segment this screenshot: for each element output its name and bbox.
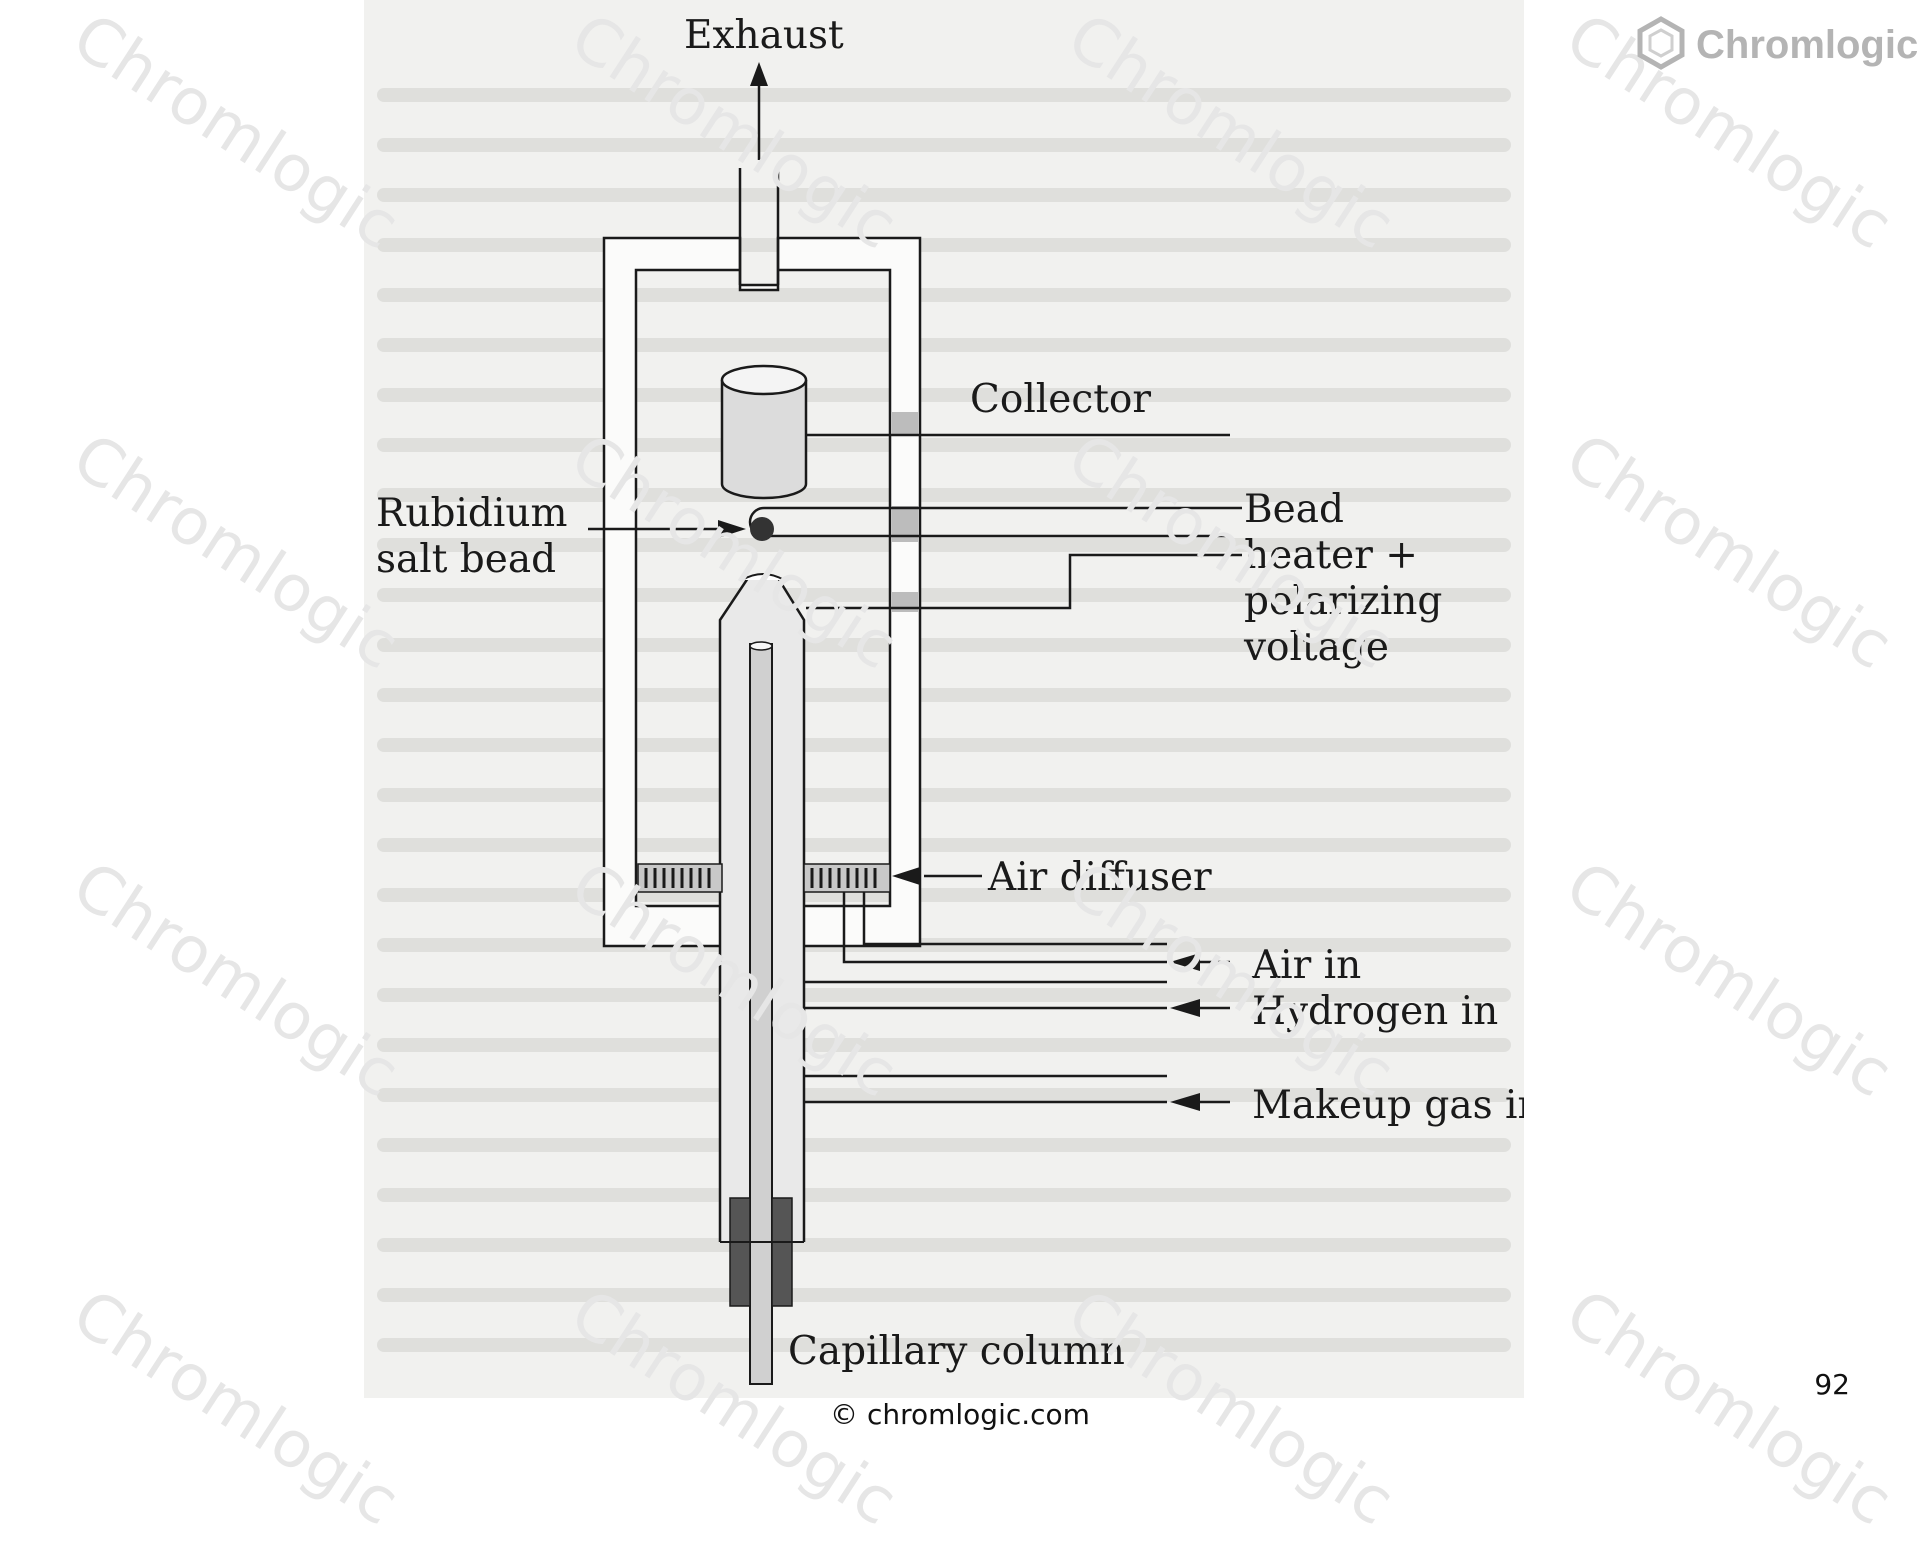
label-rubidium-line2: salt bead bbox=[376, 537, 556, 582]
label-exhaust: Exhaust bbox=[684, 13, 844, 58]
label-bead-line4: voltage bbox=[1243, 625, 1389, 670]
makeup-gas-inlet-tube bbox=[804, 1074, 1167, 1104]
chromlogic-logo: Chromlogic bbox=[1636, 16, 1918, 74]
watermark: Chromlogic bbox=[59, 848, 413, 1113]
label-capillary-column: Capillary column bbox=[788, 1329, 1125, 1374]
exhaust-arrow bbox=[750, 62, 768, 86]
air-inlet-tube bbox=[842, 892, 1167, 964]
air-in-arrow bbox=[1170, 953, 1200, 971]
hexagon-logo-icon bbox=[1636, 16, 1686, 74]
label-air-diffuser: Air diffuser bbox=[987, 855, 1212, 900]
column-ferrule bbox=[720, 1197, 804, 1307]
capillary-column bbox=[749, 643, 773, 1385]
copyright-footer: © chromlogic.com bbox=[830, 1398, 1090, 1431]
rubidium-arrow bbox=[718, 520, 746, 538]
watermark: Chromlogic bbox=[1552, 848, 1906, 1113]
label-bead-line1: Bead bbox=[1244, 487, 1344, 532]
makeup-gas-in-arrow bbox=[1170, 1093, 1200, 1111]
watermark: Chromlogic bbox=[59, 0, 413, 265]
watermark: Chromlogic bbox=[59, 420, 413, 685]
label-collector: Collector bbox=[970, 377, 1151, 422]
rubidium-salt-bead bbox=[750, 517, 774, 541]
label-bead-line3: polarizing bbox=[1244, 579, 1442, 624]
label-makeup-gas-in: Makeup gas in bbox=[1252, 1083, 1524, 1128]
air-diffuser-right bbox=[803, 863, 891, 893]
polarizing-wire bbox=[806, 553, 1230, 610]
hydrogen-in-arrow bbox=[1170, 999, 1200, 1017]
label-air-in: Air in bbox=[1251, 943, 1361, 988]
scanned-text-lines bbox=[377, 88, 1511, 1352]
collector-cylinder bbox=[720, 364, 808, 500]
label-hydrogen-in: Hydrogen in bbox=[1252, 989, 1498, 1034]
air-diffuser-arrow bbox=[892, 867, 920, 885]
air-diffuser-left bbox=[637, 863, 723, 893]
npd-detector-diagram: Exhaust Collector Rubidium salt bead Bea… bbox=[364, 0, 1543, 1398]
slide: Exhaust Collector Rubidium salt bead Bea… bbox=[59, 0, 1918, 1541]
page-number: 92 bbox=[1814, 1368, 1850, 1401]
exhaust-tube bbox=[738, 82, 780, 285]
label-rubidium-line1: Rubidium bbox=[376, 491, 567, 536]
hydrogen-inlet-tube bbox=[804, 980, 1167, 1010]
watermark: Chromlogic bbox=[1552, 420, 1906, 685]
detector-figure: Exhaust Collector Rubidium salt bead Bea… bbox=[364, 0, 1543, 1398]
label-bead-line2: heater + bbox=[1244, 533, 1418, 578]
brand-name: Chromlogic bbox=[1696, 22, 1919, 67]
